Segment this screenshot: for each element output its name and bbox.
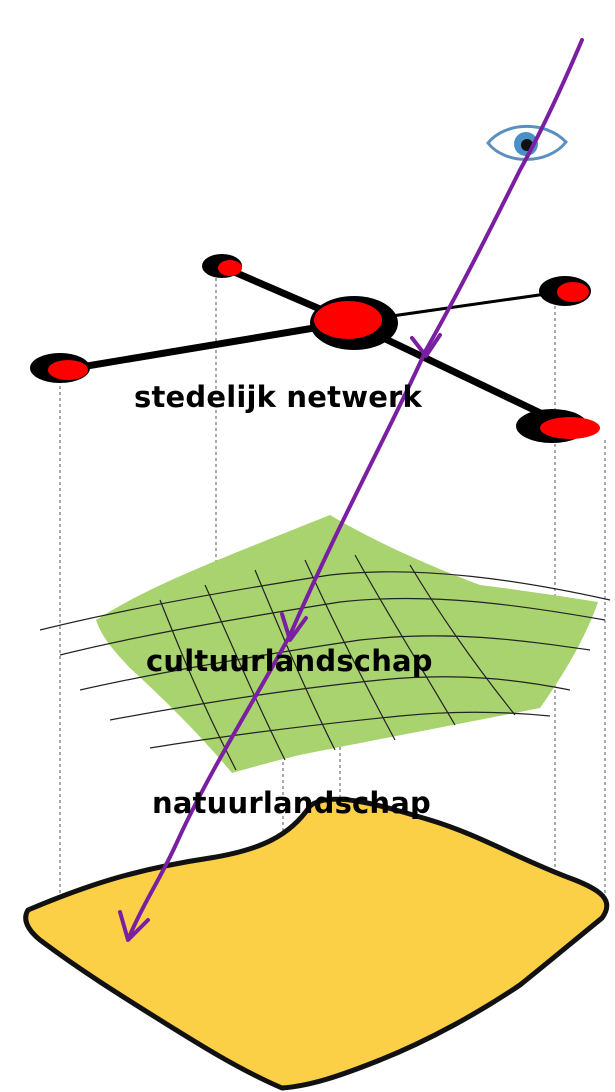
urban-network-label: stedelijk netwerk xyxy=(134,380,423,414)
nature-landscape-sheet xyxy=(23,796,610,1091)
network-node xyxy=(30,353,90,383)
network-node xyxy=(310,296,398,350)
view-arrow xyxy=(118,38,584,942)
culture-landscape-label: cultuurlandschap xyxy=(146,644,433,678)
nature-landscape-label: natuurlandschap xyxy=(152,786,432,820)
network-node xyxy=(539,276,591,306)
network-node xyxy=(202,254,242,278)
culture-landscape-sheet xyxy=(39,515,611,773)
urban-network xyxy=(30,254,600,443)
network-node xyxy=(516,409,600,443)
